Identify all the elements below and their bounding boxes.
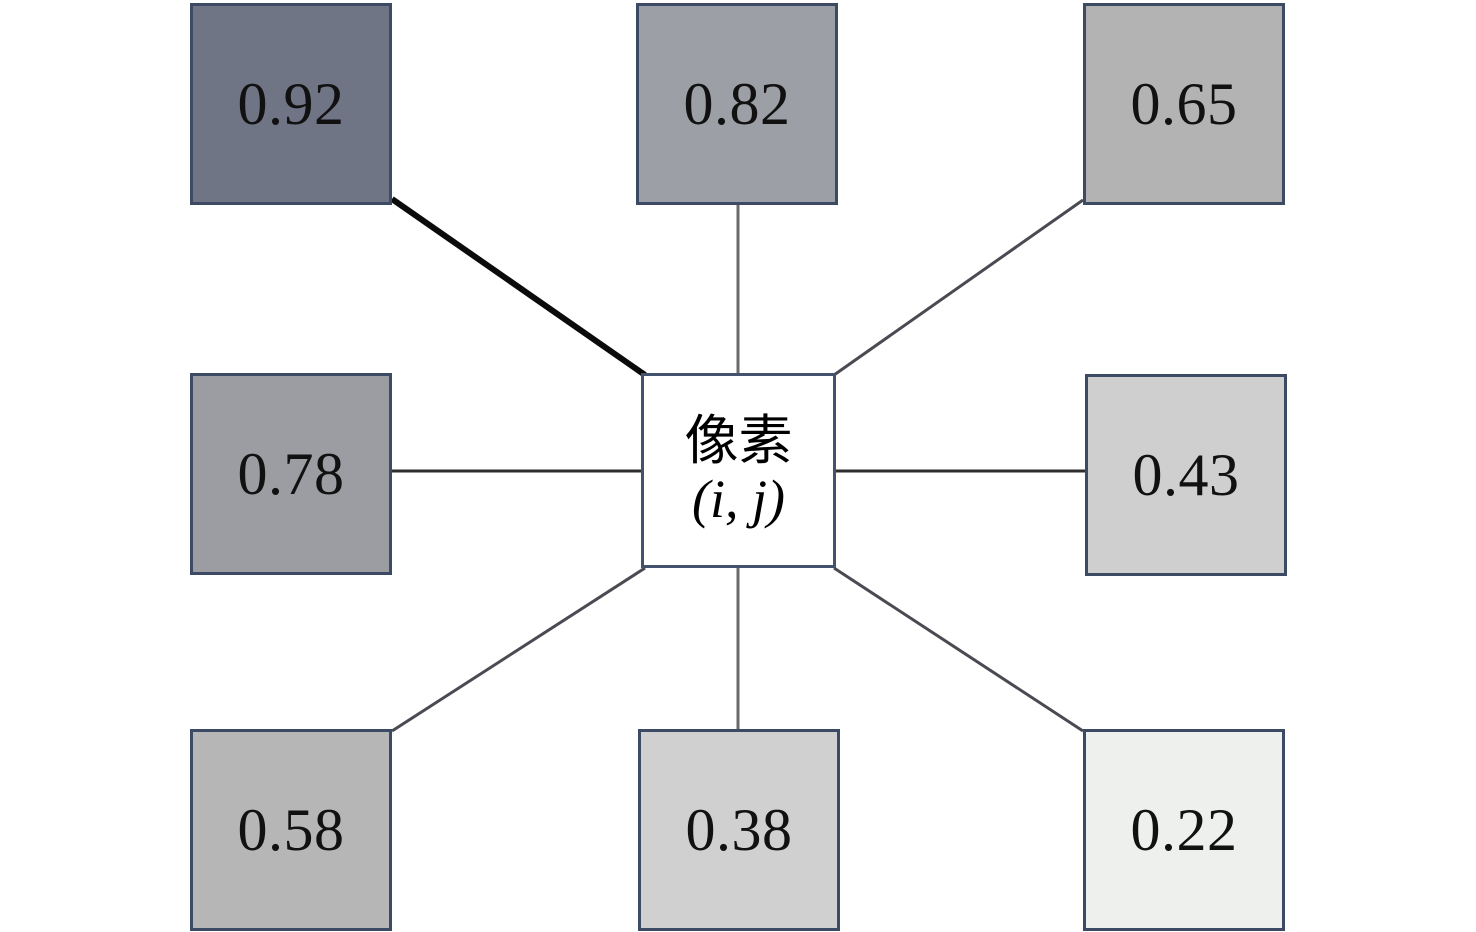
center-node-label: 像素: [684, 410, 793, 471]
center-node-index-label: (i, j): [692, 468, 785, 529]
edge-northeast: [833, 198, 1084, 377]
neighbor-node-middle-left[interactable]: 0.78: [190, 373, 392, 575]
edge-southeast: [833, 566, 1084, 733]
neighbor-node-bottom-right[interactable]: 0.22: [1083, 729, 1285, 931]
neighbor-node-middle-right[interactable]: 0.43: [1085, 374, 1287, 576]
neighbor-value-top-center: 0.82: [683, 71, 791, 137]
neighbor-node-bottom-center[interactable]: 0.38: [638, 729, 840, 931]
neighbor-value-middle-right: 0.43: [1132, 442, 1240, 508]
edge-southwest: [391, 566, 646, 733]
neighbor-node-bottom-left[interactable]: 0.58: [190, 729, 392, 931]
neighbor-node-top-left[interactable]: 0.92: [190, 3, 392, 205]
neighbor-node-top-center[interactable]: 0.82: [636, 3, 838, 205]
neighbor-value-bottom-right: 0.22: [1130, 797, 1238, 863]
neighbor-node-top-right[interactable]: 0.65: [1083, 3, 1285, 205]
neighbor-value-top-left: 0.92: [237, 71, 345, 137]
neighbor-value-middle-left: 0.78: [237, 441, 345, 507]
neighbor-value-bottom-left: 0.58: [237, 797, 345, 863]
center-pixel-node[interactable]: 像素(i, j): [641, 373, 836, 568]
neighbor-value-top-right: 0.65: [1130, 71, 1238, 137]
neighbor-value-bottom-center: 0.38: [685, 797, 793, 863]
edge-northwest: [390, 196, 647, 378]
